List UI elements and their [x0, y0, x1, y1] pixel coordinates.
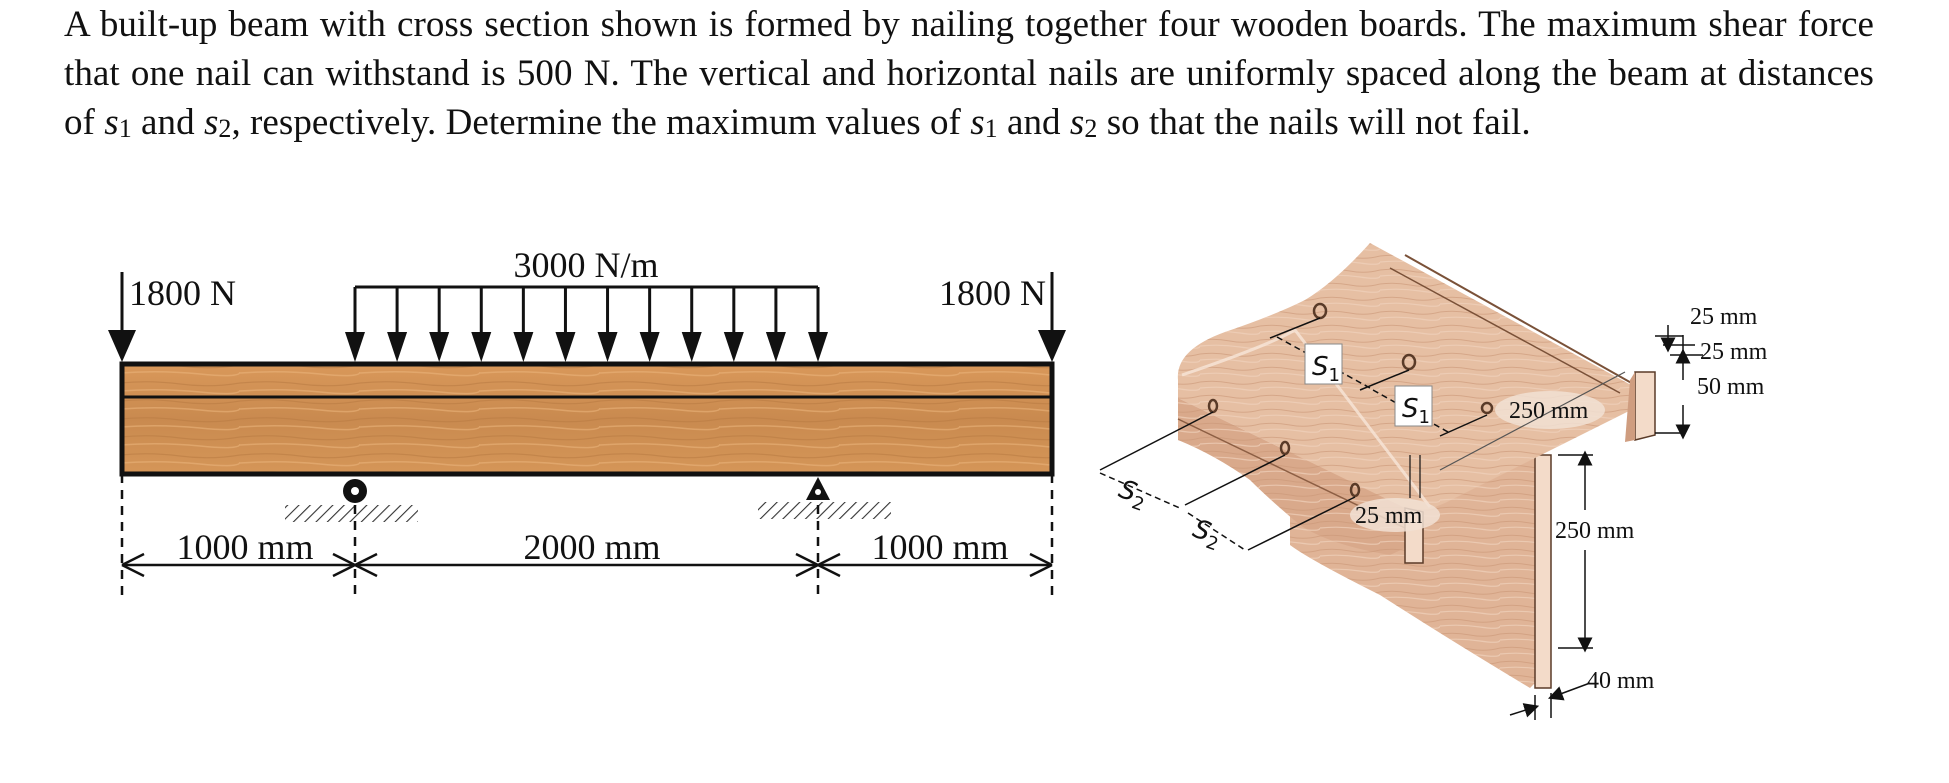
span-right-label: 1000 mm — [871, 527, 1008, 567]
web-board-end — [1534, 454, 1552, 689]
distributed-load — [345, 285, 828, 362]
s1-symbol: s1 — [104, 102, 132, 143]
board-seam-top-2 — [1389, 267, 1621, 394]
distributed-load-arrow — [765, 287, 786, 362]
beam-grain — [122, 364, 1052, 474]
problem-and-2: and — [997, 102, 1070, 143]
problem-text-3: so that the nails will not fail. — [1097, 102, 1531, 143]
nail-side-3 — [1349, 482, 1361, 498]
dim-second-25-label: 25 mm — [1700, 339, 1768, 365]
distributed-load-arrow — [429, 287, 450, 362]
right-side-board-face — [1625, 372, 1635, 442]
problem-text-1: A built-up beam with cross section shown… — [64, 4, 1874, 143]
dim-25-side-label: 25 mm — [1355, 503, 1423, 529]
dim-250-flange-label: 250 mm — [1509, 398, 1589, 424]
right-vertical-dimensions — [1655, 325, 1703, 440]
problem-text-2: , respectively. Determine the maximum va… — [231, 102, 971, 143]
beam-diagram: 1800 N 1800 N 3000 N/m — [108, 245, 1066, 598]
right-load-label: 1800 N — [939, 273, 1046, 313]
s2-dimension-lines — [1099, 411, 1356, 551]
nail-top-2 — [1401, 353, 1417, 371]
s2-symbol: s2 — [203, 102, 232, 143]
web-depth-dimension — [1558, 450, 1593, 653]
flange-front-grain — [1178, 398, 1405, 555]
dim-250-flange-bg — [1495, 391, 1605, 429]
flange-top-grain — [1177, 243, 1655, 512]
dim-25-side-bg — [1350, 498, 1440, 532]
nail-side-2 — [1279, 440, 1291, 456]
pin-support — [758, 477, 891, 519]
s2-symbol-2: s2 — [1069, 102, 1098, 143]
problem-and-1: and — [131, 102, 204, 143]
distributed-load-arrow — [723, 287, 744, 362]
s1-label-b: S1 — [1402, 394, 1430, 428]
problem-statement: A built-up beam with cross section shown… — [64, 0, 1874, 153]
distributed-load-arrow — [513, 287, 534, 362]
beam-outline — [119, 361, 1055, 477]
s1-symbol-2: s1 — [970, 102, 998, 143]
flange-edge-highlight — [1181, 328, 1432, 508]
left-point-load-arrow — [108, 272, 136, 362]
distributed-load-arrows — [345, 287, 828, 362]
dimension-extension-lines — [120, 474, 1054, 598]
distributed-load-arrow — [597, 287, 618, 362]
distributed-load-arrow — [471, 287, 492, 362]
board-seam-top-1 — [1404, 254, 1636, 386]
s1-label-a: S1 — [1312, 352, 1340, 386]
roller-support — [285, 479, 418, 522]
distributed-load-label: 3000 N/m — [513, 245, 658, 285]
distributed-load-arrow — [639, 287, 660, 362]
dim-40-label: 40 mm — [1587, 668, 1655, 694]
distributed-load-arrow — [387, 287, 408, 362]
right-point-load-arrow — [1038, 272, 1066, 362]
dim-250-web-label: 250 mm — [1555, 518, 1635, 544]
dim-250-flange-line — [1439, 371, 1626, 471]
cross-section-diagram: S1 S1 S2 S2 250 mm 25 mm — [1099, 243, 1768, 720]
dim-top-25-label: 25 mm — [1690, 304, 1758, 330]
web-thickness-dimension — [1509, 682, 1591, 720]
s2-label-b: S2 — [1187, 514, 1225, 556]
span-middle-label: 2000 mm — [523, 527, 660, 567]
span-left-label: 1000 mm — [176, 527, 313, 567]
distributed-load-arrow — [808, 287, 828, 362]
s1-label-b-box — [1394, 385, 1433, 427]
s1-label-a-box — [1304, 343, 1343, 385]
right-side-board-end — [1634, 371, 1656, 441]
nail-top-3 — [1480, 401, 1494, 415]
left-load-label: 1800 N — [129, 273, 236, 313]
distributed-load-arrow — [681, 287, 702, 362]
distributed-load-arrow — [555, 287, 576, 362]
span-dimension-line — [121, 552, 1053, 578]
distributed-load-arrow — [345, 287, 365, 362]
dim-50-label: 50 mm — [1697, 374, 1765, 400]
